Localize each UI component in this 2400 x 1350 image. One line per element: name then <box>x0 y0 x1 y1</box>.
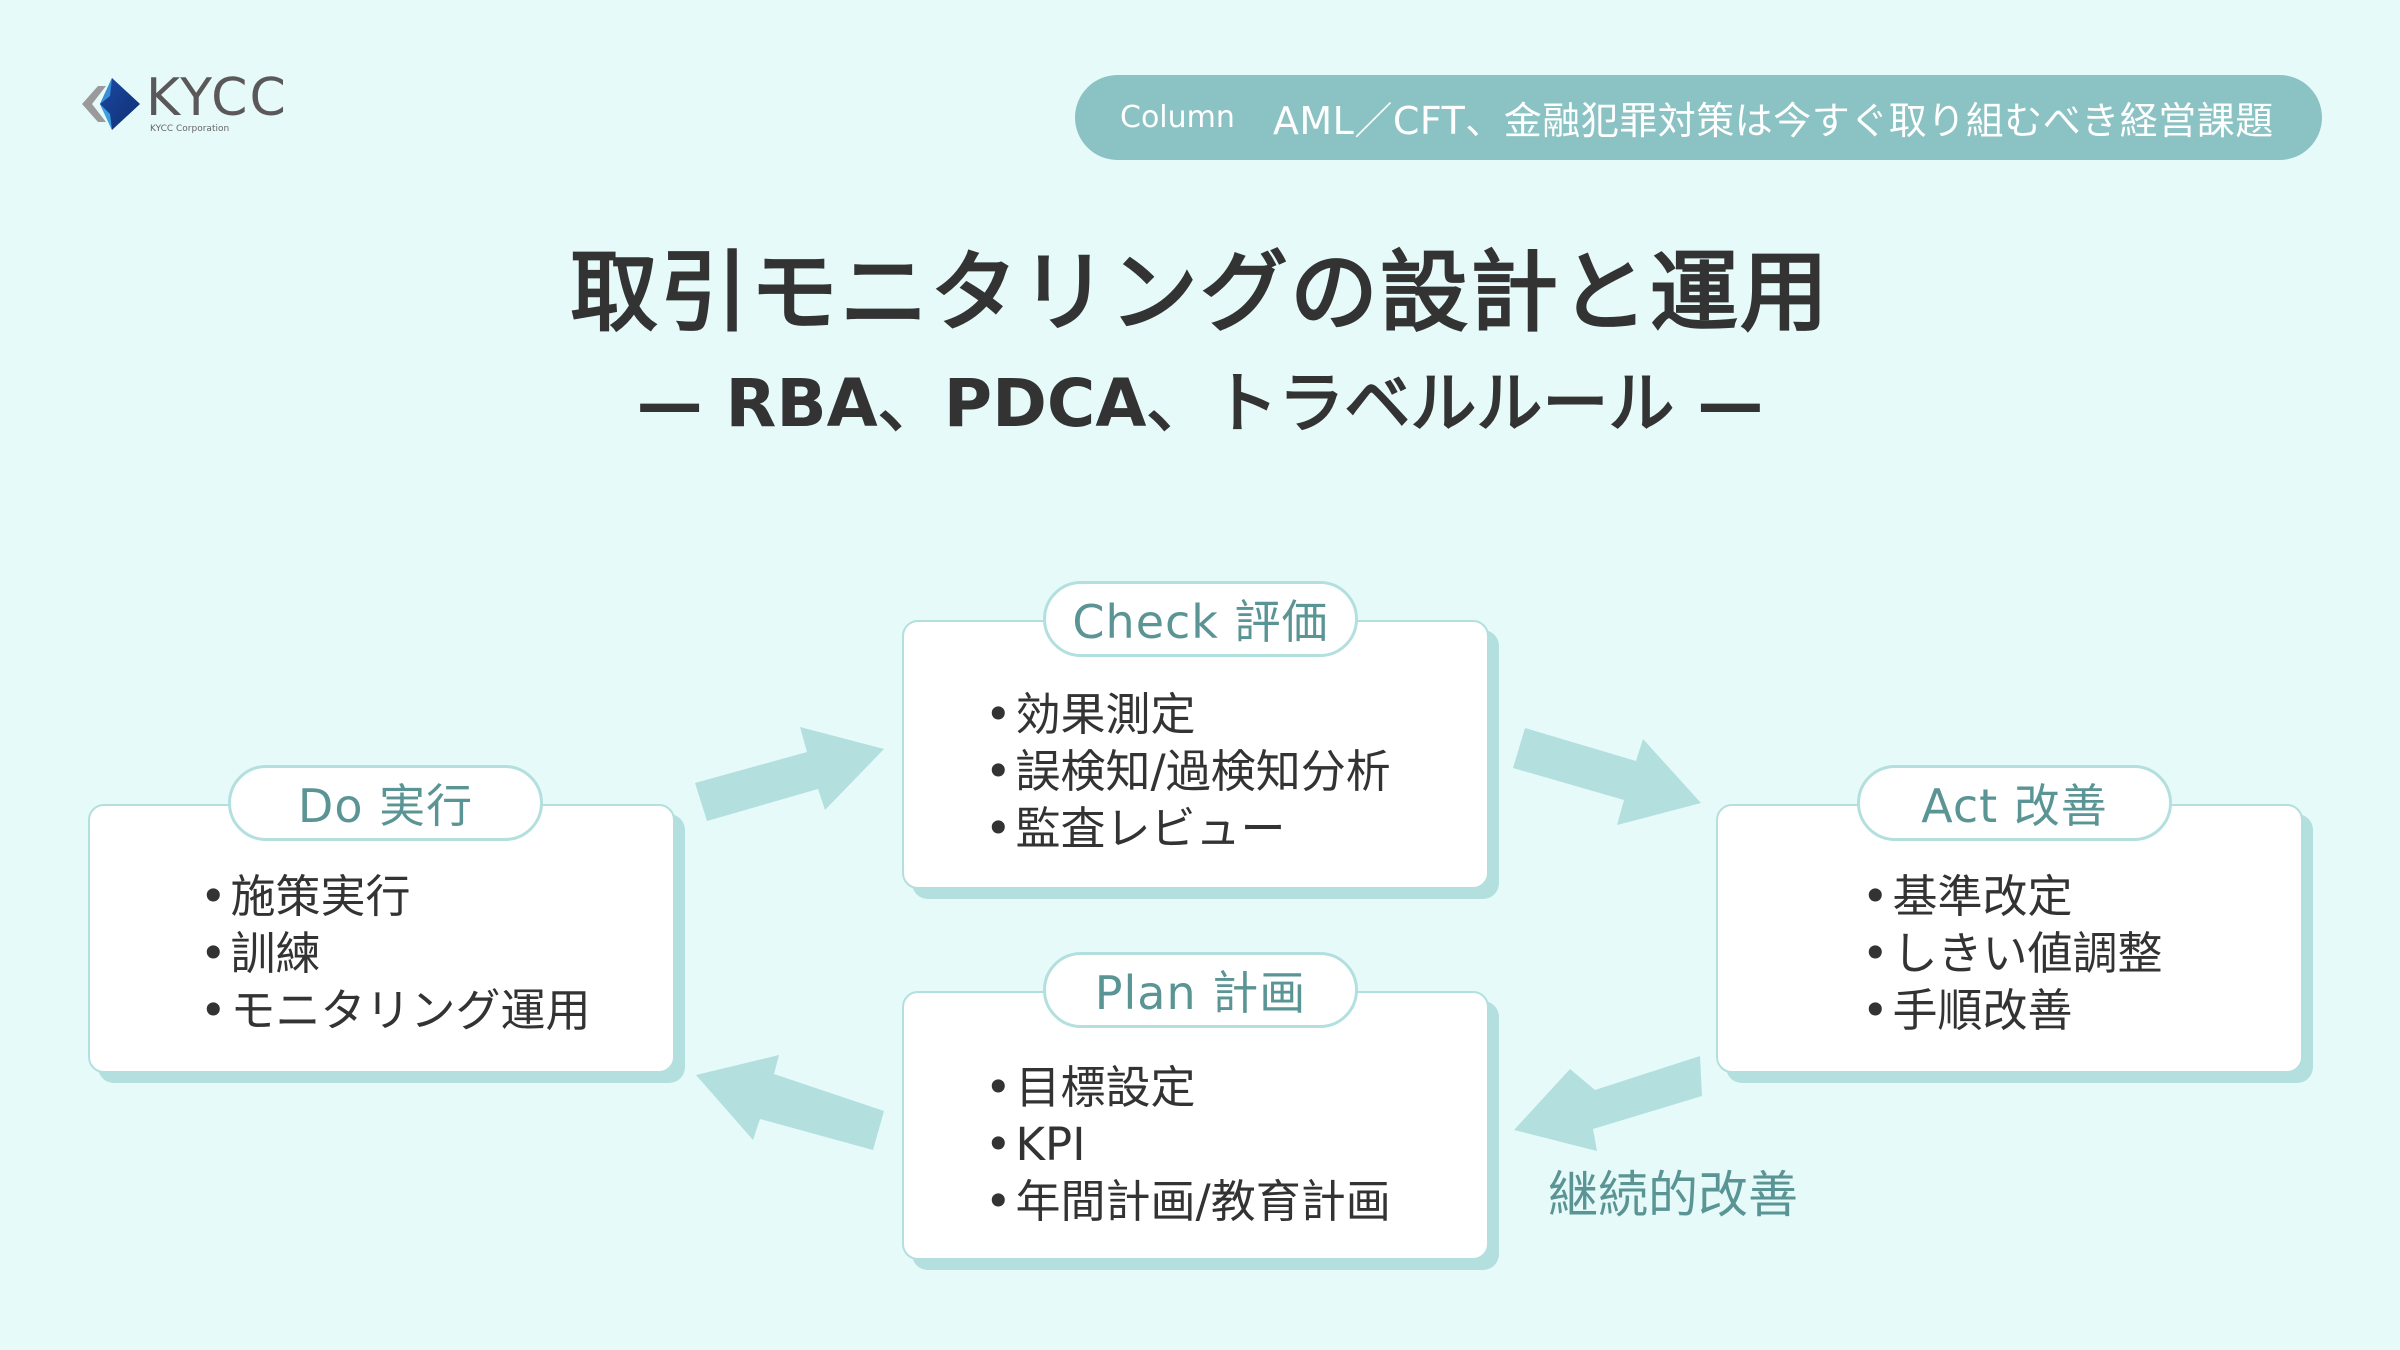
page-title: 取引モニタリングの設計と運用 <box>569 241 1830 344</box>
arrow-do-to-check <box>695 727 884 821</box>
column-title: AML／CFT、金融犯罪対策は今すぐ取り組むべき経営課題 <box>1272 99 2274 143</box>
plan-item: 目標設定 <box>985 1059 1391 1116</box>
page-subtitle: — RBA、PDCA、トラベルルール — <box>636 365 1764 442</box>
check-label: Check 評価 <box>1043 581 1358 657</box>
kycc-logo: KYCC KYCC Corporation <box>78 68 298 138</box>
logo-subtitle: KYCC Corporation <box>150 124 230 134</box>
do-item: モニタリング運用 <box>200 982 591 1039</box>
arrow-act-to-plan <box>1514 1056 1702 1151</box>
check-item: 効果測定 <box>985 686 1391 743</box>
logo-mark-icon <box>82 78 140 130</box>
check-item: 監査レビュー <box>985 800 1391 857</box>
do-item: 訓練 <box>200 925 591 982</box>
plan-items: 目標設定 KPI 年間計画/教育計画 <box>985 1059 1391 1230</box>
check-items: 効果測定 誤検知/過検知分析 監査レビュー <box>985 686 1391 857</box>
act-items: 基準改定 しきい値調整 手順改善 <box>1862 868 2163 1039</box>
column-header-pill: Column AML／CFT、金融犯罪対策は今すぐ取り組むべき経営課題 <box>1075 75 2322 160</box>
do-item: 施策実行 <box>200 868 591 925</box>
continuous-improvement-caption: 継続的改善 <box>1548 1166 1798 1224</box>
act-item: 基準改定 <box>1862 868 2163 925</box>
do-items: 施策実行 訓練 モニタリング運用 <box>200 868 591 1039</box>
check-item: 誤検知/過検知分析 <box>985 743 1391 800</box>
do-label: Do 実行 <box>228 765 543 841</box>
act-label: Act 改善 <box>1857 765 2172 841</box>
plan-item: KPI <box>985 1116 1391 1173</box>
plan-item: 年間計画/教育計画 <box>985 1173 1391 1230</box>
arrow-check-to-act <box>1513 728 1701 825</box>
plan-label: Plan 計画 <box>1043 952 1358 1028</box>
column-tag: Column <box>1120 100 1235 135</box>
act-item: しきい値調整 <box>1862 925 2163 982</box>
logo-wordmark: KYCC <box>146 68 288 128</box>
act-item: 手順改善 <box>1862 982 2163 1039</box>
arrow-plan-to-do <box>696 1055 884 1150</box>
